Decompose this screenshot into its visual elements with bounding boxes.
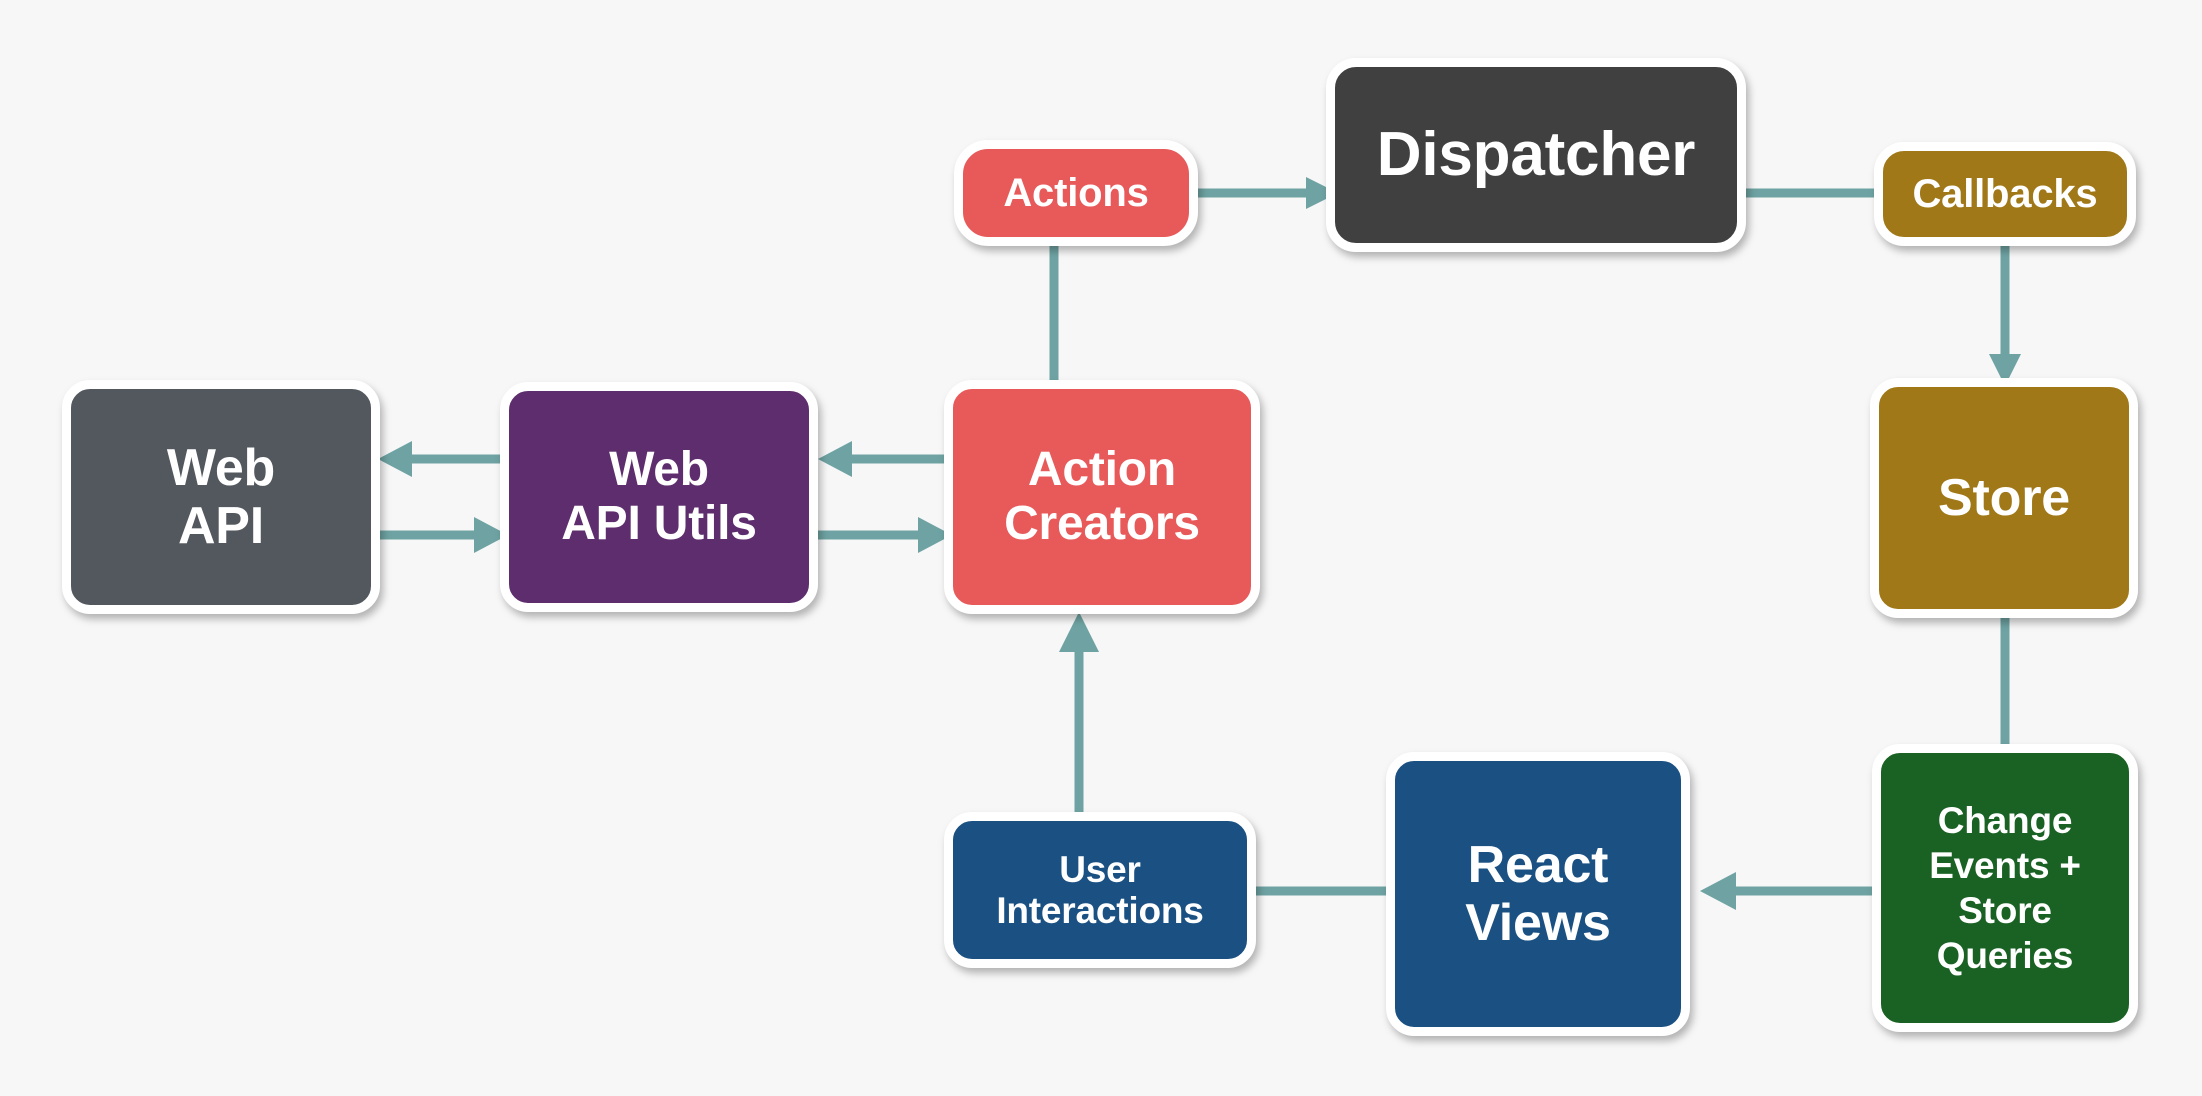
node-callbacks[interactable]: Callbacks (1874, 142, 2136, 246)
edge-callbacks-to-store (1980, 242, 2030, 386)
node-action-creators[interactable]: Action Creators (944, 380, 1260, 614)
edge-web-api-to-web-api-utils (378, 510, 508, 560)
node-dispatcher[interactable]: Dispatcher (1326, 58, 1746, 252)
node-user-interactions[interactable]: User Interactions (944, 812, 1256, 968)
edge-store-to-change-events (1990, 612, 2020, 752)
edge-action-creators-to-web-api-utils (818, 434, 952, 484)
edge-actions-to-dispatcher (1198, 168, 1338, 218)
node-actions[interactable]: Actions (954, 140, 1198, 246)
node-store[interactable]: Store (1870, 378, 2138, 618)
edge-user-interactions-to-action-creators (1054, 612, 1104, 818)
node-react-views[interactable]: React Views (1386, 752, 1690, 1036)
edge-web-api-utils-to-web-api (378, 434, 508, 484)
edge-web-api-utils-to-action-creators (818, 510, 952, 560)
edge-dispatcher-to-callbacks (1742, 178, 1882, 208)
edge-change-events-to-react-views (1700, 866, 1880, 916)
node-web-api-utils[interactable]: Web API Utils (500, 382, 818, 612)
node-web-api[interactable]: Web API (62, 380, 380, 614)
node-change-events-store-queries[interactable]: Change Events + Store Queries (1872, 744, 2138, 1032)
edge-action-creators-to-actions (1039, 242, 1069, 386)
edge-react-views-to-user-interactions (1256, 876, 1392, 906)
